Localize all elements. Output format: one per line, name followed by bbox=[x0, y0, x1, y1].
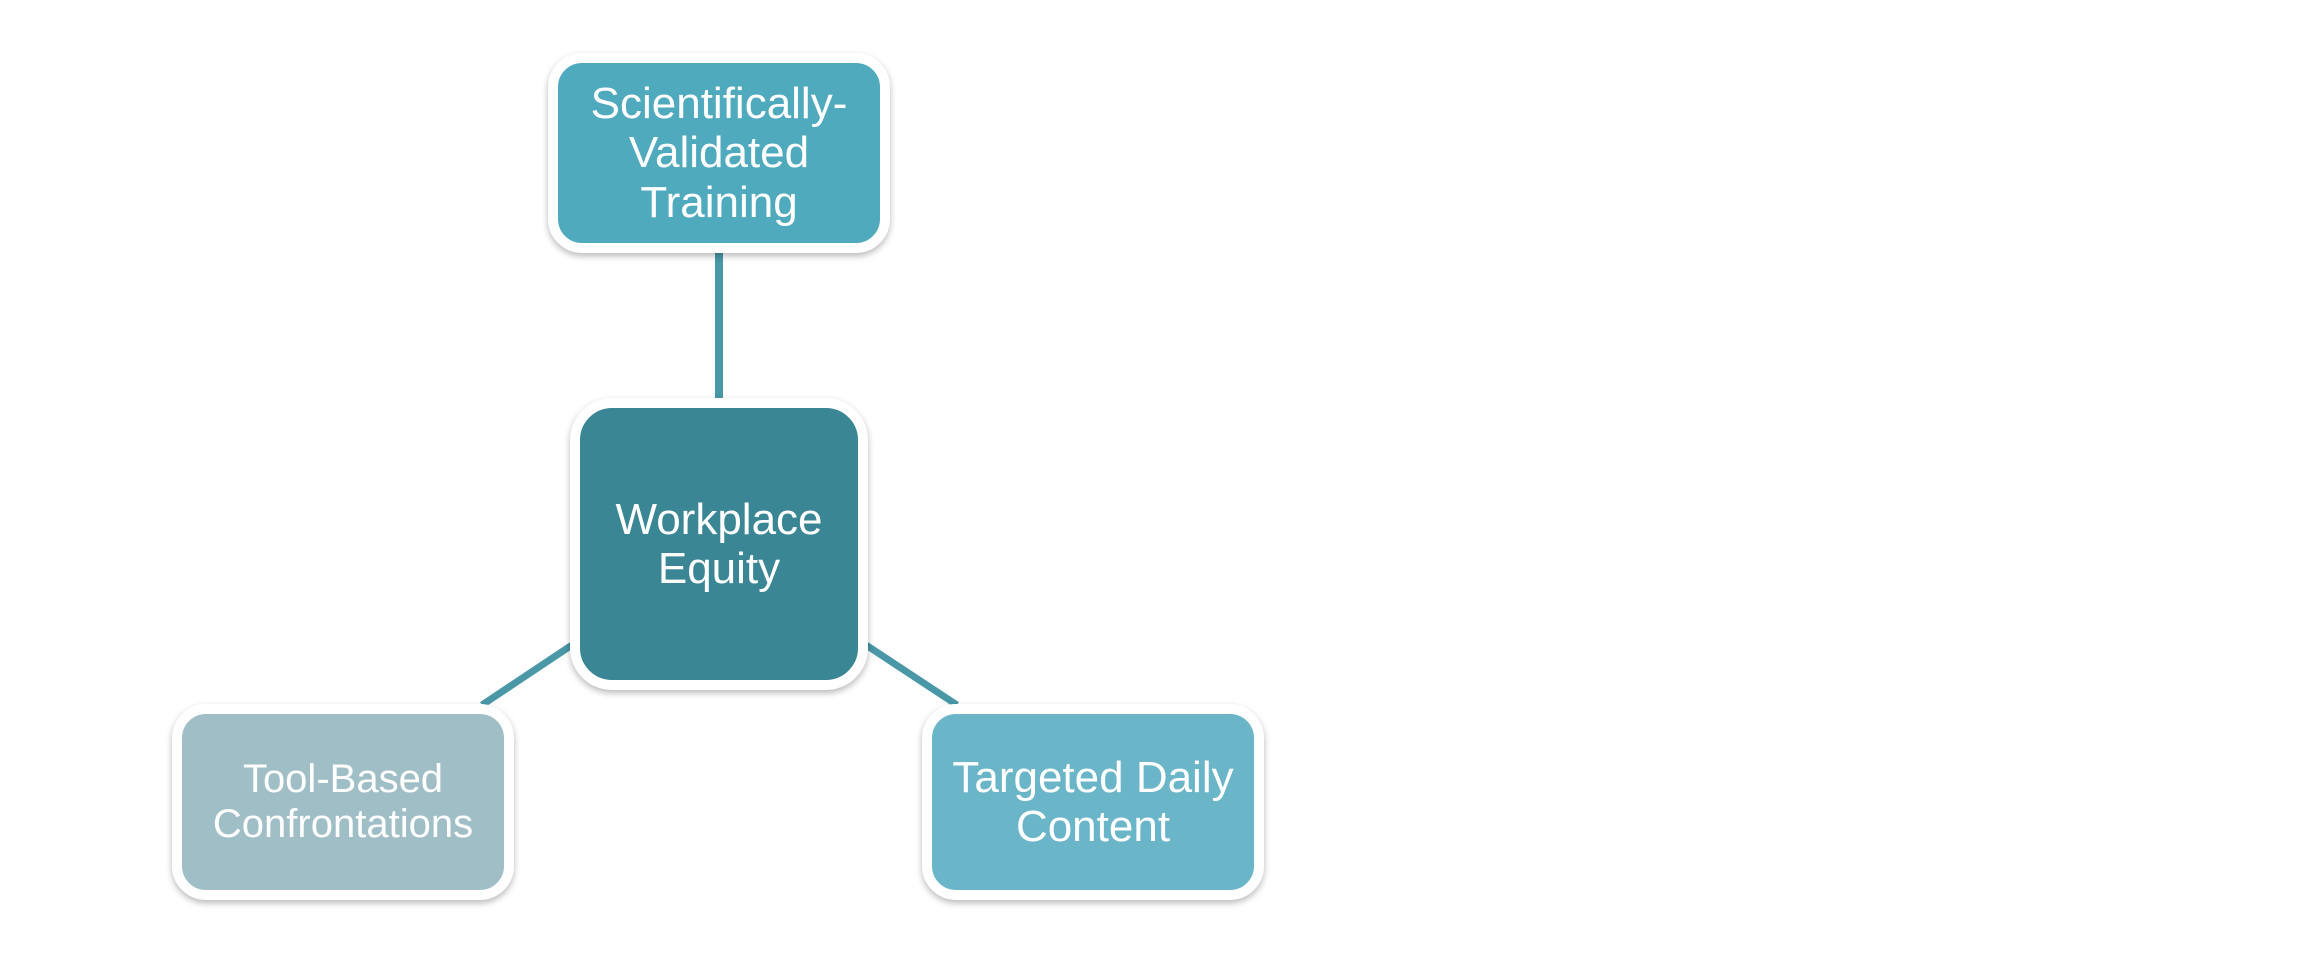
node-label: Tool-Based Confrontations bbox=[212, 757, 474, 846]
node-scientifically-validated-training: Scientifically-Validated Training bbox=[548, 53, 890, 253]
node-workplace-equity: Workplace Equity bbox=[570, 398, 868, 690]
node-targeted-daily-content: Targeted Daily Content bbox=[922, 704, 1264, 900]
connector-right bbox=[858, 638, 959, 708]
node-label: Targeted Daily Content bbox=[952, 752, 1234, 851]
node-tool-based-confrontations: Tool-Based Confrontations bbox=[172, 704, 514, 900]
connector-left bbox=[480, 638, 580, 708]
node-label: Scientifically-Validated Training bbox=[590, 79, 848, 227]
center-label: Workplace Equity bbox=[615, 494, 823, 593]
